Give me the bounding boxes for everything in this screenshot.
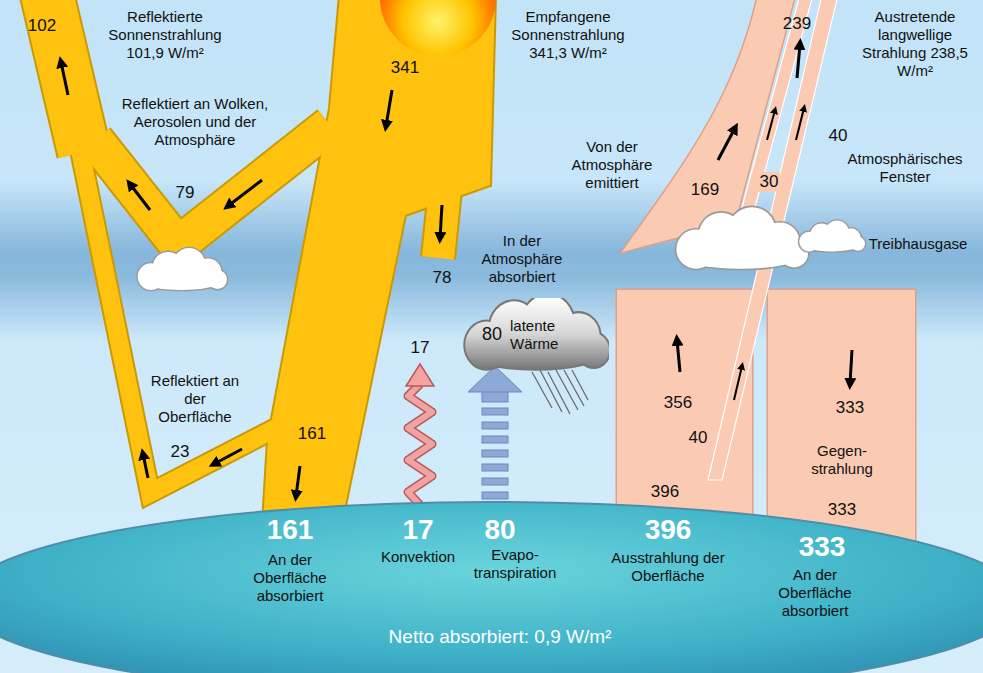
flow-value: 169 (687, 180, 723, 200)
flow-label: Gegen- strahlung (802, 442, 882, 478)
longwave-bands (617, 0, 915, 550)
earth (0, 502, 983, 673)
flow-value: 17 (405, 338, 435, 358)
flow-value: 40 (823, 126, 853, 146)
rain (532, 370, 588, 414)
cloud-value: 80 (482, 324, 502, 346)
surface-value: 17 (393, 513, 443, 547)
flow-value: 161 (292, 424, 332, 444)
convection-arrow (406, 364, 434, 505)
flow-value: 78 (427, 268, 457, 288)
solar-bands (46, 0, 495, 540)
net-balance: Netto absorbiert: 0,9 W/m² (350, 626, 650, 649)
surface-label: An der Oberfläche absorbiert (235, 551, 345, 605)
flow-label: Von der Atmosphäre emittiert (557, 138, 667, 192)
surface-value: 396 (633, 513, 703, 547)
evapotranspiration-arrow (468, 366, 522, 499)
flow-arrows (61, 44, 852, 496)
sun (380, 0, 496, 56)
flow-value: 356 (658, 393, 698, 413)
flow-value: 102 (22, 16, 62, 36)
surface-value: 80 (475, 513, 525, 547)
flow-value: 239 (777, 14, 817, 34)
surface-value: 161 (255, 513, 325, 547)
flow-value: 79 (170, 183, 200, 203)
flow-label: Treibhausgase (863, 235, 973, 253)
flow-value: 23 (167, 442, 193, 462)
surface-value: 333 (787, 530, 857, 564)
flow-value: 333 (830, 398, 870, 418)
flow-label: Reflektiert an der Oberfläche (148, 372, 243, 426)
flow-title: Reflektierte Sonnenstrahlung 101,9 W/m² (90, 8, 240, 62)
surface-label: Konvektion (373, 548, 463, 566)
surface-label: Ausstrahlung der Oberfläche (603, 549, 733, 585)
surface-label: Evapo- transpiration (465, 546, 565, 582)
flow-value: 396 (645, 482, 685, 502)
clouds (138, 207, 865, 290)
flow-label: Atmosphärisches Fenster (835, 150, 975, 186)
flow-label: In der Atmosphäre absorbiert (462, 232, 582, 286)
flow-value: 341 (385, 58, 425, 78)
flow-title: Empfangene Sonnenstrahlung 341,3 W/m² (493, 8, 643, 62)
flow-value: 40 (685, 428, 711, 448)
cloud-label: latente Wärme (510, 317, 582, 353)
flow-value: 30 (758, 172, 781, 192)
flow-title: Austretende langwellige Strahlung 238,5 … (850, 8, 980, 80)
flow-value: 333 (822, 500, 862, 520)
latent-heat-cloud: 80 latente Wärme (456, 298, 609, 372)
surface-label: An der Oberfläche absorbiert (765, 566, 865, 620)
flow-label: Reflektiert an Wolken, Aerosolen und der… (120, 95, 270, 149)
